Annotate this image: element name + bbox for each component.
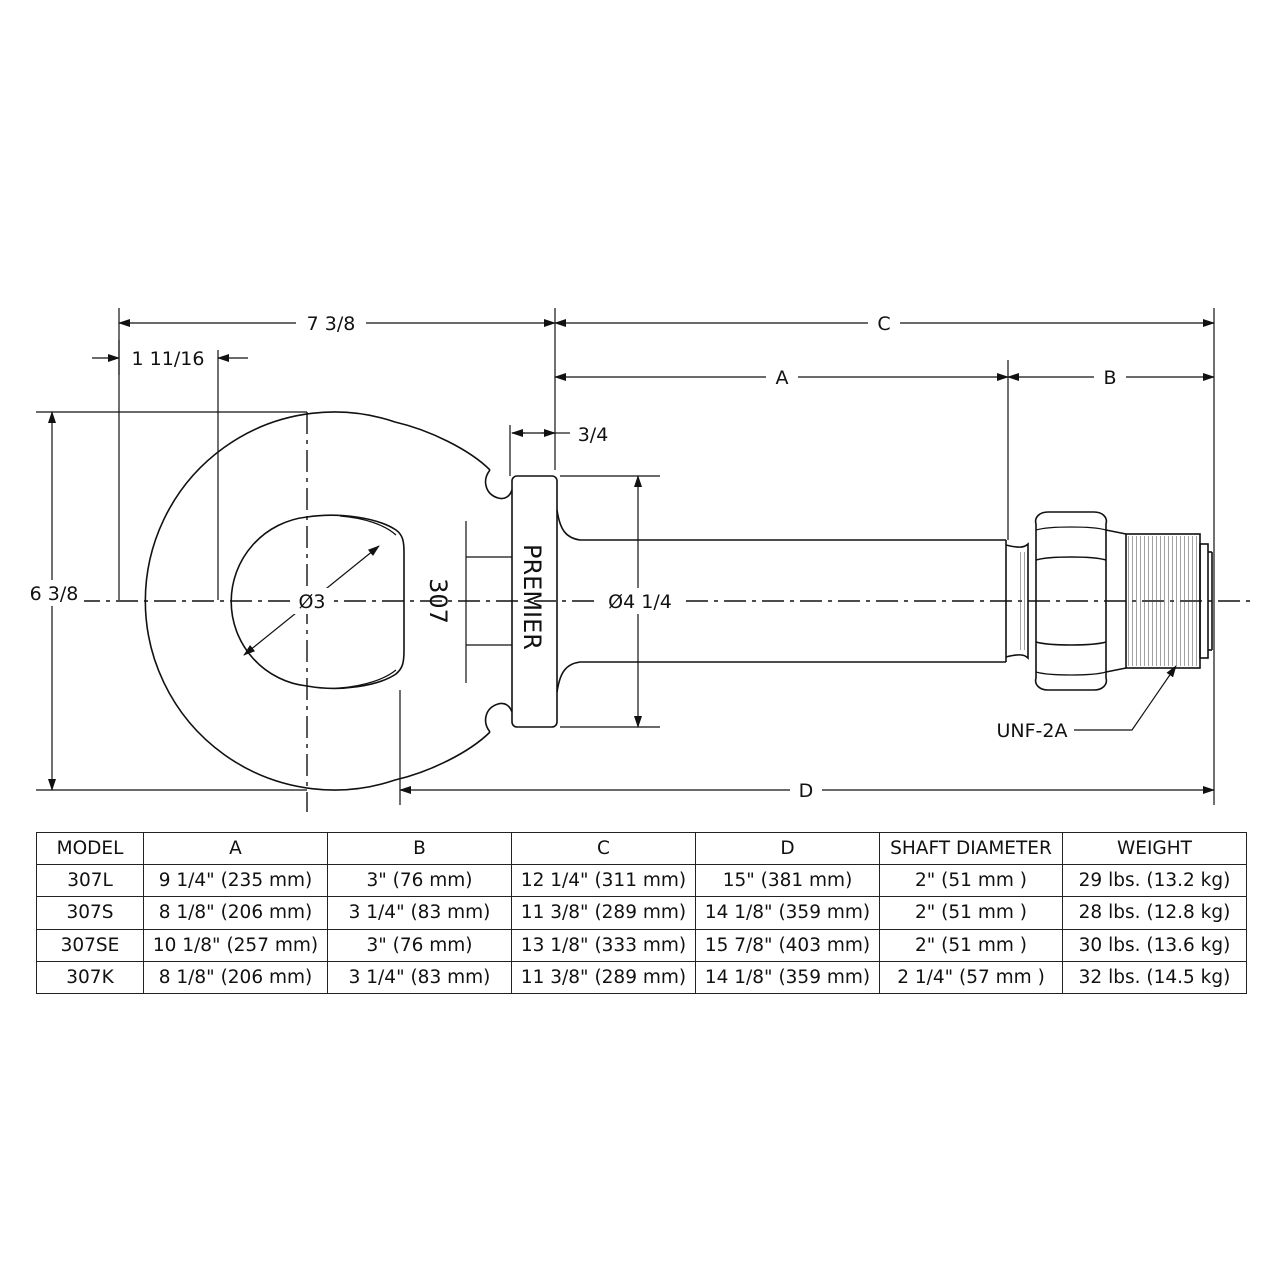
dim-a-label: A (776, 367, 789, 389)
table-cell: 3 1/4" (83 mm) (327, 896, 512, 930)
threaded-end (1125, 533, 1213, 669)
dim-1-11-16-label: 1 11/16 (132, 348, 205, 370)
model-stamp: 307 (424, 578, 452, 624)
dim-b-label: B (1103, 367, 1116, 389)
table-cell: 32 lbs. (14.5 kg) (1062, 960, 1247, 995)
table-cell: 15 7/8" (403 mm) (695, 928, 880, 962)
header-b: B (327, 832, 512, 865)
table-cell: 3" (76 mm) (327, 928, 512, 962)
table-cell: 8 1/8" (206 mm) (143, 960, 328, 995)
dim-6-3-8-label: 6 3/8 (30, 583, 79, 605)
table-row: 307K 8 1/8" (206 mm) 3 1/4" (83 mm) 11 3… (36, 960, 1247, 995)
table-cell: 12 1/4" (311 mm) (511, 863, 696, 898)
header-shaft-diameter: SHAFT DIAMETER (879, 832, 1063, 865)
table-cell: 30 lbs. (13.6 kg) (1062, 928, 1247, 962)
table-cell: 10 1/8" (257 mm) (143, 928, 328, 962)
table-cell: 11 3/8" (289 mm) (511, 896, 696, 930)
table-cell: 9 1/4" (235 mm) (143, 863, 328, 898)
table-header-row: MODEL A B C D SHAFT DIAMETER WEIGHT (36, 832, 1247, 865)
table-cell: 307S (36, 896, 144, 930)
header-d: D (695, 832, 880, 865)
shaft (556, 509, 1029, 693)
table-cell: 28 lbs. (12.8 kg) (1062, 896, 1247, 930)
technical-drawing: Ø3 307 PREMIER (29, 308, 1250, 812)
table-row: 307S 8 1/8" (206 mm) 3 1/4" (83 mm) 11 3… (36, 896, 1247, 930)
table-cell: 2" (51 mm ) (879, 928, 1063, 962)
table-cell: 11 3/8" (289 mm) (511, 960, 696, 995)
table-cell: 8 1/8" (206 mm) (143, 896, 328, 930)
extension-lines (36, 308, 1215, 805)
dim-c-label: C (877, 313, 890, 335)
dim-d-label: D (799, 780, 814, 802)
dim-7-3-8-label: 7 3/8 (307, 313, 356, 335)
table-cell: 307SE (36, 928, 144, 962)
table-cell: 2 1/4" (57 mm ) (879, 960, 1063, 995)
table-cell: 2" (51 mm ) (879, 863, 1063, 898)
eye-body (144, 411, 513, 791)
table-row: 307L 9 1/4" (235 mm) 3" (76 mm) 12 1/4" … (36, 863, 1247, 898)
table-row: 307SE 10 1/8" (257 mm) 3" (76 mm) 13 1/8… (36, 928, 1247, 962)
header-model: MODEL (36, 832, 144, 865)
collar (511, 475, 558, 728)
table-cell: 2" (51 mm ) (879, 896, 1063, 930)
table-cell: 3 1/4" (83 mm) (327, 960, 512, 995)
hex-nut (1034, 511, 1127, 691)
table-cell: 307K (36, 960, 144, 995)
header-a: A (143, 832, 328, 865)
table-cell: 13 1/8" (333 mm) (511, 928, 696, 962)
brand-stamp: PREMIER (518, 544, 546, 650)
table-cell: 14 1/8" (359 mm) (695, 896, 880, 930)
dim-3-4-label: 3/4 (578, 424, 609, 446)
table-cell: 29 lbs. (13.2 kg) (1062, 863, 1247, 898)
table-cell: 307L (36, 863, 144, 898)
table-cell: 3" (76 mm) (327, 863, 512, 898)
dim-collar-diameter-label: Ø4 1/4 (608, 591, 672, 613)
stamp-plate (465, 521, 512, 683)
header-weight: WEIGHT (1062, 832, 1247, 865)
header-c: C (511, 832, 696, 865)
table-cell: 15" (381 mm) (695, 863, 880, 898)
specifications-table: MODEL A B C D SHAFT DIAMETER WEIGHT 307L… (36, 832, 1247, 995)
thread-spec-leader (1074, 665, 1177, 731)
thread-spec-label: UNF-2A (997, 720, 1068, 742)
eye-diameter-label: Ø3 (298, 591, 325, 613)
table-cell: 14 1/8" (359 mm) (695, 960, 880, 995)
